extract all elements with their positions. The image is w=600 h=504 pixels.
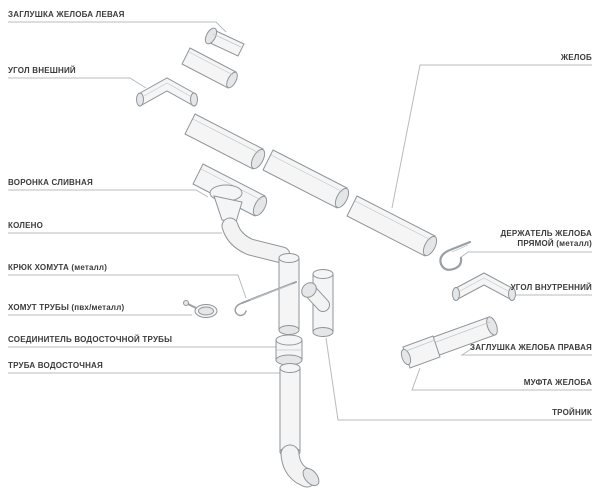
label-pipe-clamp: ХОМУТ ТРУБЫ (пвх/металл) — [8, 303, 125, 312]
label-elbow: КОЛЕНО — [8, 221, 44, 230]
part-downpipe-upper — [278, 253, 300, 335]
label-pipe-connector: СОЕДИНИТЕЛЬ ВОДОСТОЧНОЙ ТРУБЫ — [8, 335, 173, 344]
label-drain-funnel: ВОРОНКА СЛИВНАЯ — [8, 178, 93, 187]
label-corner-inner: УГОЛ ВНУТРЕННИЙ — [510, 283, 592, 292]
part-corner-inner — [452, 272, 516, 301]
part-elbow-top — [221, 217, 291, 264]
part-drain-funnel — [192, 163, 268, 223]
label-tee: ТРОЙНИК — [552, 408, 592, 417]
label-gutter-coupling: МУФТА ЖЕЛОБА — [523, 378, 592, 387]
leader-lines — [8, 21, 592, 421]
label-gutter-end-cap-right: ЗАГЛУШКА ЖЕЛОБА ПРАВАЯ — [470, 343, 592, 352]
part-gutter-section-top — [181, 47, 238, 89]
label-gutter: ЖЕЛОБ — [560, 53, 592, 62]
label-gutter-end-cap-left: ЗАГЛУШКА ЖЕЛОБА ЛЕВАЯ — [8, 10, 125, 19]
part-gutter-section-3 — [346, 195, 438, 257]
label-downpipe: ТРУБА ВОДОСТОЧНАЯ — [8, 361, 103, 370]
part-gutter-coupling — [400, 335, 441, 369]
part-pipe-connector — [275, 334, 303, 366]
part-pipe-clamp — [183, 300, 218, 318]
label-gutter-holder: ДЕРЖАТЕЛЬ ЖЕЛОБА ПРЯМОЙ (металл) — [500, 229, 592, 248]
part-gutter-end-cap-left — [204, 27, 245, 57]
part-tee — [301, 269, 334, 337]
part-downpipe — [279, 363, 301, 457]
part-corner-outer — [136, 77, 198, 107]
part-gutter-section-1 — [184, 113, 266, 170]
part-clamp-hook — [234, 281, 297, 317]
label-corner-outer: УГОЛ ВНЕШНИЙ — [8, 66, 76, 75]
part-gutter-holder — [439, 240, 472, 271]
label-clamp-hook: КРЮК ХОМУТА (металл) — [8, 263, 108, 272]
part-gutter-section-2 — [262, 149, 350, 209]
part-elbow-bottom — [280, 444, 320, 488]
